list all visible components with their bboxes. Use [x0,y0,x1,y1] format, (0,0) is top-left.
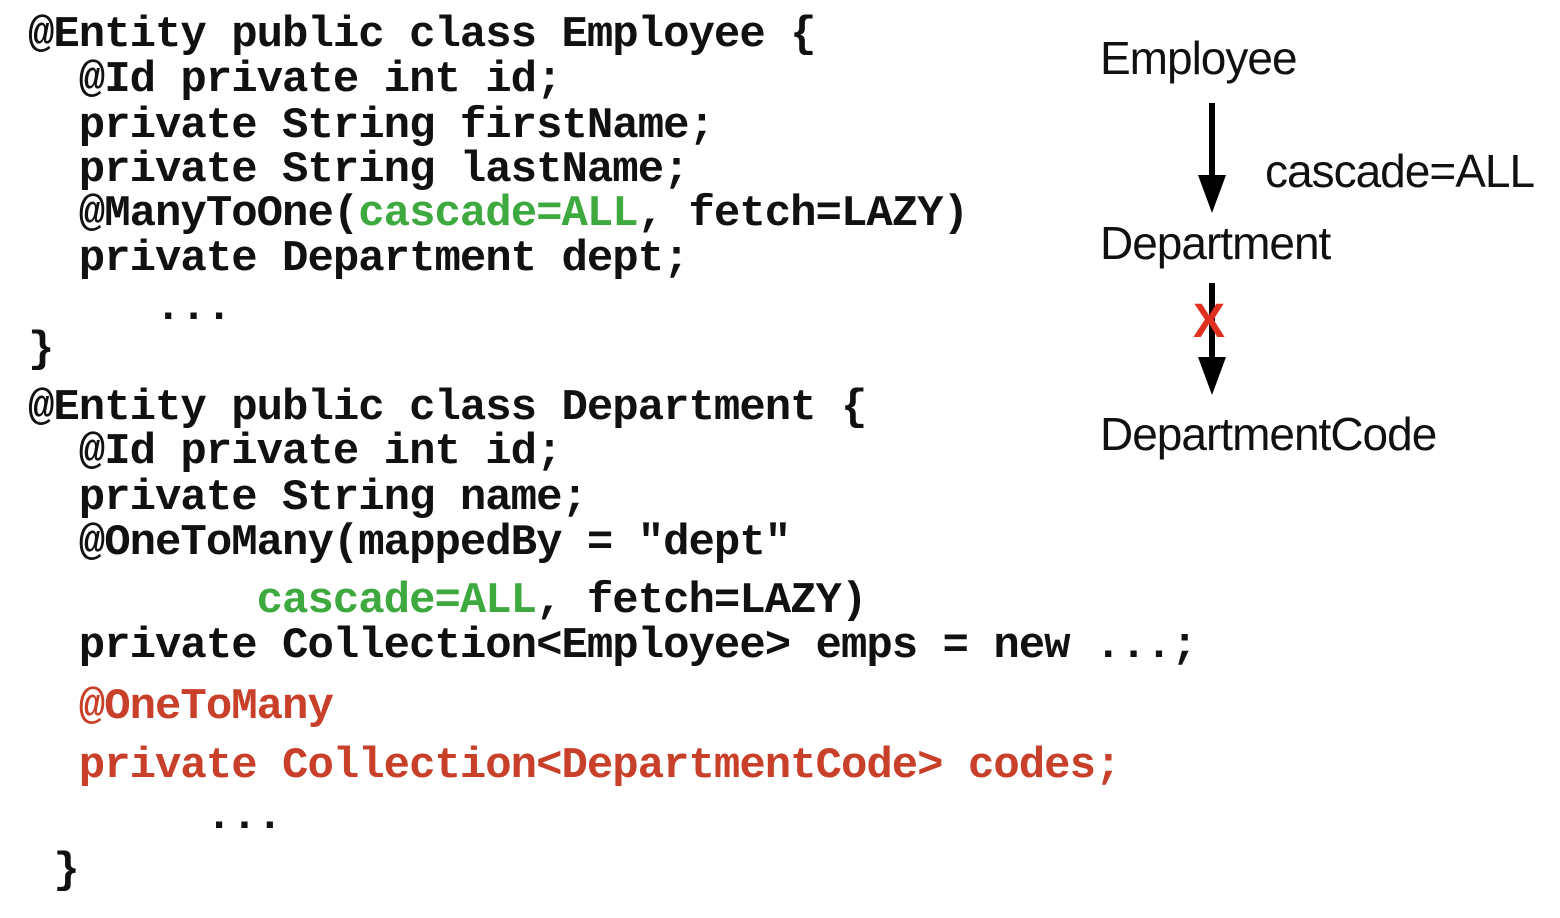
code-segment: @Id private int id; [28,427,563,477]
code-line: @OneToMany(mappedBy = "dept" [28,518,791,568]
code-segment: } [28,325,54,375]
code-line: @OneToMany [28,682,334,732]
code-line: ... [28,792,283,842]
code-segment: ... [28,792,283,842]
department-node-label: Department [1100,217,1331,269]
code-segment: private Department dept; [28,234,690,284]
code-segment: } [28,846,79,896]
employee-node-label: Employee [1100,32,1298,84]
code-line: @ManyToOne(cascade=ALL, fetch=LAZY) [28,189,969,239]
added-field-code: private Collection<DepartmentCode> codes… [28,741,1122,791]
code-line: @Entity public class Department { [28,383,867,433]
code-segment: @Entity public class Employee { [28,10,817,60]
down-arrow-icon [1198,103,1226,213]
code-line: private Collection<Employee> emps = new … [28,621,1198,671]
code-line: ... [28,283,232,333]
code-line: cascade=ALL, fetch=LAZY) [28,576,868,626]
code-line: private Collection<DepartmentCode> codes… [28,741,1122,791]
department-code-node-label: DepartmentCode [1100,408,1437,460]
code-line: private String lastName; [28,145,690,195]
added-field-code: @OneToMany [28,682,334,732]
code-line: @Id private int id; [28,55,563,105]
code-segment: private String lastName; [28,145,690,195]
cascade-highlight: cascade=ALL [358,189,638,239]
code-segment: @OneToMany(mappedBy = "dept" [28,518,791,568]
code-segment: @Id private int id; [28,55,563,105]
code-line: private Department dept; [28,234,690,284]
code-line: } [28,846,79,896]
code-segment: ... [28,283,232,333]
cross-icon: X [1193,295,1225,348]
code-line: private String firstName; [28,101,715,151]
code-segment: @ManyToOne( [28,189,359,239]
code-line: } [28,325,54,375]
code-segment: private Collection<Employee> emps = new … [28,621,1198,671]
code-segment: private String firstName; [28,101,715,151]
code-segment: @Entity public class Department { [28,383,867,433]
code-segment: , fetch=LAZY) [637,189,969,239]
code-segment: private String name; [28,473,588,523]
cascade-label: cascade=ALL [1265,145,1535,197]
down-arrow-icon [1198,283,1226,395]
code-line: @Id private int id; [28,427,563,477]
code-segment [28,576,257,626]
code-line: private String name; [28,473,588,523]
code-segment: , fetch=LAZY) [536,576,867,626]
cascade-highlight: cascade=ALL [256,576,537,626]
code-line: @Entity public class Employee { [28,10,817,60]
